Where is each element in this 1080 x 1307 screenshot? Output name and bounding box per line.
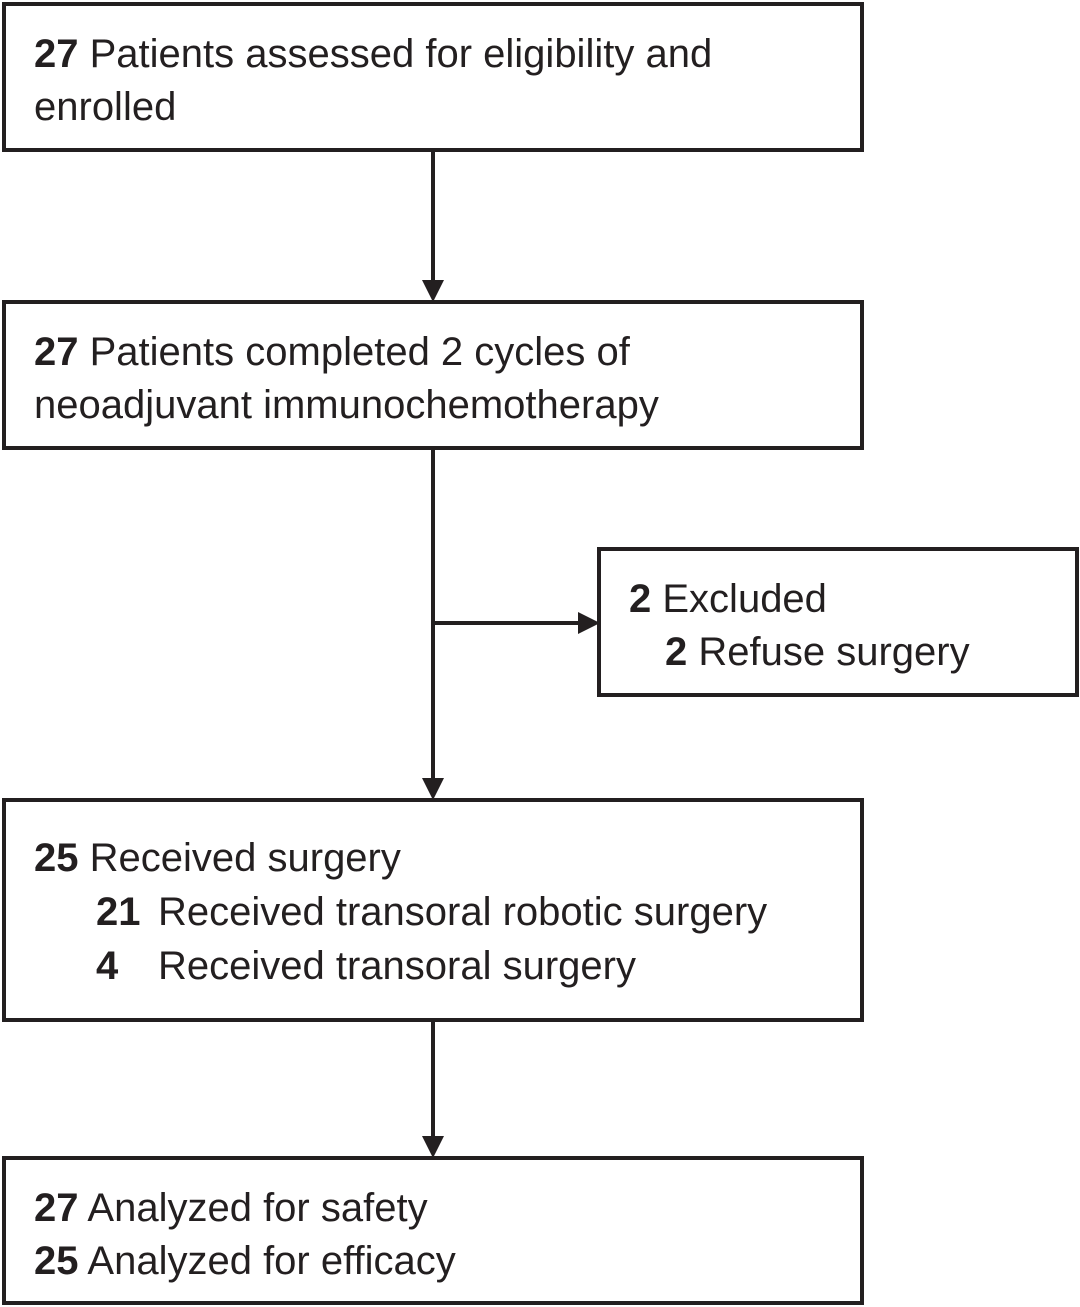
safety-line: 27 Analyzed for safety: [34, 1182, 428, 1235]
box-enrolled: 27 Patients assessed for eligibility and…: [2, 2, 864, 152]
completed-line1: 27 Patients completed 2 cycles of: [34, 326, 630, 379]
arrowhead-surgery: [422, 778, 444, 800]
excluded-line1: 2 Excluded: [629, 573, 827, 626]
robotic-surgery-line: 21 Received transoral robotic surgery: [96, 886, 767, 939]
box-excluded: 2 Excluded 2 Refuse surgery: [597, 547, 1079, 697]
robotic-surgery-count: 21: [96, 890, 141, 934]
refuse-surgery-label: Refuse surgery: [698, 630, 970, 674]
excluded-count: 2: [629, 577, 652, 621]
excluded-label: Excluded: [662, 577, 827, 621]
completed-count: 27: [34, 330, 79, 374]
efficacy-line: 25 Analyzed for efficacy: [34, 1235, 456, 1288]
completed-label: Patients completed 2 cycles of: [89, 330, 630, 374]
efficacy-count: 25: [34, 1239, 79, 1283]
arrowhead-completed: [422, 280, 444, 302]
refuse-surgery-count: 2: [665, 630, 688, 674]
transoral-surgery-count: 4: [96, 944, 119, 988]
box-completed: 27 Patients completed 2 cycles of neoadj…: [2, 300, 864, 450]
arrowhead-excluded: [578, 612, 600, 634]
surgery-count: 25: [34, 836, 79, 880]
completed-line2: neoadjuvant immunochemotherapy: [34, 383, 659, 427]
safety-count: 27: [34, 1186, 79, 1230]
efficacy-label: Analyzed for efficacy: [87, 1239, 456, 1283]
box-analyzed: 27 Analyzed for safety 25 Analyzed for e…: [2, 1156, 864, 1305]
transoral-surgery-label: Received transoral surgery: [158, 944, 636, 988]
arrowhead-analyzed: [422, 1136, 444, 1158]
enrolled-line1: 27 Patients assessed for eligibility and: [34, 28, 712, 81]
safety-label: Analyzed for safety: [87, 1186, 428, 1230]
excluded-line2: 2 Refuse surgery: [665, 626, 970, 679]
surgery-label: Received surgery: [89, 836, 401, 880]
surgery-line1: 25 Received surgery: [34, 832, 401, 885]
enrolled-line2: enrolled: [34, 85, 177, 129]
transoral-surgery-line: 4 Received transoral surgery: [96, 940, 636, 993]
enrolled-count: 27: [34, 32, 79, 76]
enrolled-label: Patients assessed for eligibility and: [89, 32, 713, 76]
robotic-surgery-label: Received transoral robotic surgery: [158, 890, 768, 934]
